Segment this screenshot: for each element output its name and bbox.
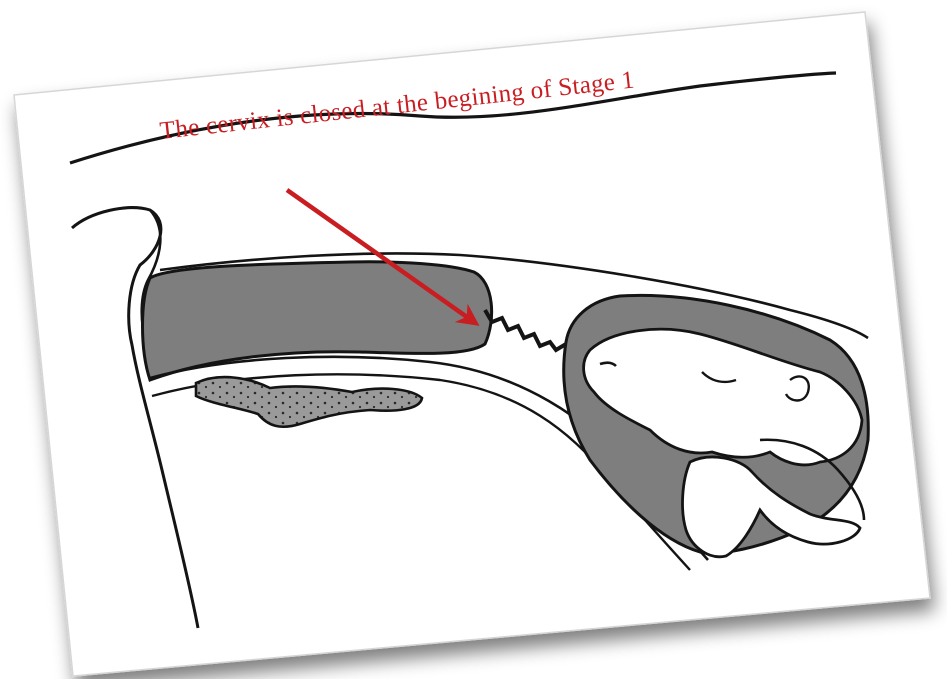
diagram-card: The cervix is closed at the begining of … — [0, 0, 947, 679]
